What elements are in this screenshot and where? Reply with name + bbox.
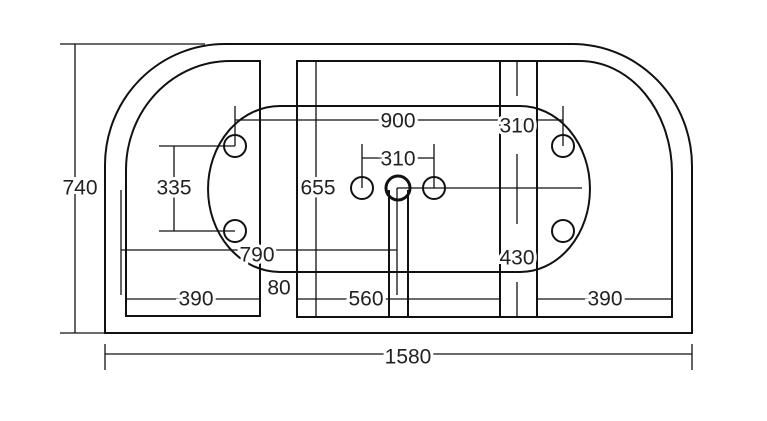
dim-inner-width: 655 <box>300 177 335 200</box>
dim-center-panel: 560 <box>348 288 383 311</box>
dim-rim-gap: 80 <box>267 277 290 300</box>
dim-right-panel: 390 <box>587 288 622 311</box>
dim-overall-width: 740 <box>62 177 97 200</box>
dim-left-panel: 390 <box>178 288 213 311</box>
oval-basin <box>207 105 591 273</box>
dim-drain-offset: 790 <box>239 244 274 267</box>
dim-overall-length: 1580 <box>385 346 432 369</box>
dim-hole-spacing: 335 <box>156 177 191 200</box>
center-strip <box>499 60 538 318</box>
dim-oval-length: 900 <box>380 110 415 133</box>
dim-center-offset: 430 <box>499 247 534 270</box>
drain-pipe <box>388 190 409 317</box>
dim-side-hole-offset: 310 <box>499 115 534 138</box>
dimension-lines <box>60 43 693 370</box>
tub-outer-outline <box>104 43 693 334</box>
overflow-hole-icon <box>551 219 575 243</box>
right-compartment <box>536 60 673 318</box>
dim-tap-spacing: 310 <box>380 148 415 171</box>
left-compartment <box>125 60 261 317</box>
